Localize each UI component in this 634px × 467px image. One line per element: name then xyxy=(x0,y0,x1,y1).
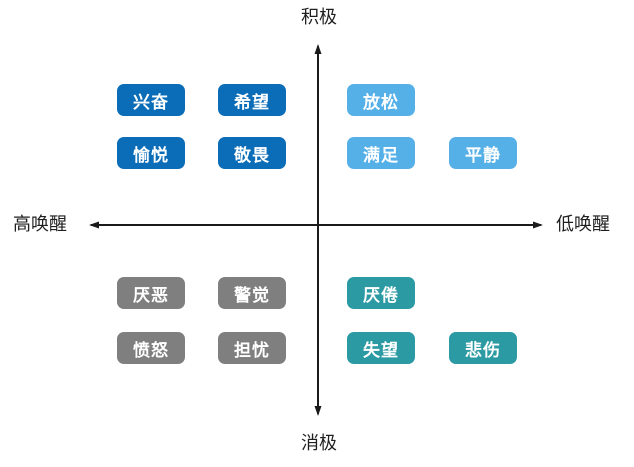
emotion-box-sad: 悲伤 xyxy=(449,332,517,364)
emotion-box-bored: 厌倦 xyxy=(347,277,415,309)
emotion-box-disgust: 厌恶 xyxy=(117,277,185,309)
emotion-box-alert: 警觉 xyxy=(218,277,286,309)
emotion-box-excited: 兴奋 xyxy=(117,84,185,116)
emotion-box-hope: 希望 xyxy=(218,84,286,116)
emotion-box-anger: 愤怒 xyxy=(117,332,185,364)
emotion-box-joy: 愉悦 xyxy=(117,137,185,169)
emotion-box-awe: 敬畏 xyxy=(218,137,286,169)
emotion-box-satisfied: 满足 xyxy=(347,137,415,169)
emotion-box-calm: 平静 xyxy=(449,137,517,169)
emotion-box-worry: 担忧 xyxy=(218,332,286,364)
axis-label-positive: 积极 xyxy=(301,7,337,27)
axis-label-low-arousal: 低唤醒 xyxy=(556,214,610,234)
emotion-box-relaxed: 放松 xyxy=(347,84,415,116)
emotion-box-disappointed: 失望 xyxy=(347,332,415,364)
axis-label-negative: 消极 xyxy=(301,433,337,453)
axis-label-high-arousal: 高唤醒 xyxy=(13,214,67,234)
